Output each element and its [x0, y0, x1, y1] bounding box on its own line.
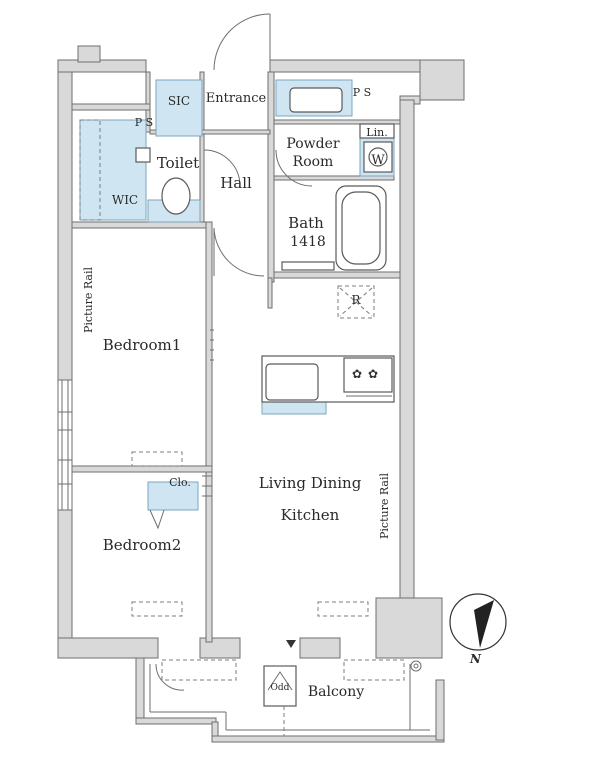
label-toilet: Toilet	[157, 154, 199, 172]
label-entrance: Entrance	[206, 91, 267, 106]
label-w: W	[371, 153, 385, 168]
label-balcony: Balcony	[308, 684, 364, 700]
label-powder-2: Room	[293, 154, 334, 170]
label-ps-top: P S	[353, 86, 371, 99]
closet-area	[147, 481, 199, 511]
toilet-bowl-icon	[161, 177, 191, 215]
sic-area	[155, 79, 203, 137]
label-sic: SIC	[168, 94, 190, 108]
svg-text:✿: ✿	[352, 367, 362, 381]
left-windows	[57, 379, 73, 511]
stove-icon	[343, 357, 393, 393]
balcony	[135, 657, 445, 743]
kitchen-sink-icon	[265, 363, 319, 401]
rail-marks	[202, 329, 214, 497]
doors	[149, 13, 313, 691]
label-bedroom2: Bedroom2	[103, 536, 182, 554]
svg-text:✿: ✿	[368, 367, 378, 381]
label-rail-right: Picture Rail	[378, 473, 391, 539]
label-wic: WIC	[112, 193, 138, 207]
compass: N	[449, 593, 507, 666]
label-ldk-1: Living Dining	[259, 474, 362, 492]
label-bath-size: 1418	[290, 234, 326, 250]
label-powder-1: Powder	[286, 136, 340, 152]
powder-sink-icon	[289, 87, 343, 113]
labels: SIC Entrance P S P S Powder Room Lin. W …	[82, 86, 391, 700]
label-r: R	[351, 293, 361, 307]
label-ldk-2: Kitchen	[281, 506, 340, 524]
label-hall: Hall	[220, 174, 252, 192]
label-ps-left: P S	[135, 116, 153, 129]
interior-walls	[71, 71, 401, 643]
entrance-arrow-icon	[286, 640, 296, 648]
label-bedroom1: Bedroom1	[103, 336, 182, 354]
compass-north: N	[469, 652, 482, 666]
label-odd: Odd	[271, 683, 290, 693]
dashed-markers	[79, 119, 405, 681]
fixtures: ✿ ✿	[135, 87, 395, 403]
toilet-tank-icon	[135, 147, 151, 163]
wic-area	[79, 119, 147, 221]
label-bath: Bath	[288, 214, 324, 232]
label-lin: Lin.	[366, 126, 387, 139]
label-clo: Clo.	[169, 476, 191, 489]
label-rail-left: Picture Rail	[82, 267, 95, 333]
wet-areas	[79, 79, 395, 511]
